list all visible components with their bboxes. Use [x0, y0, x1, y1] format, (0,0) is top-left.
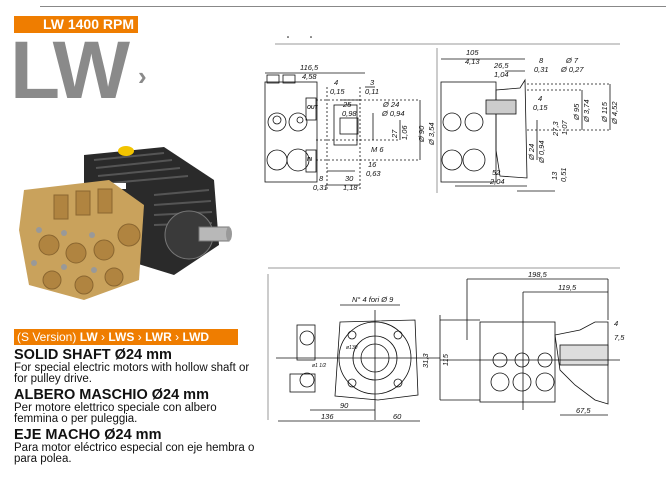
dim-label: 31,3 [421, 353, 430, 368]
desc-title-es: EJE MACHO Ø24 mm [14, 427, 162, 443]
dim-label: 105 [466, 48, 479, 57]
dim-label: 52 [492, 168, 501, 177]
dim-label: 119,5 [558, 283, 577, 292]
dim-label: 60 [393, 412, 402, 421]
dim-label: M 6 [371, 145, 384, 154]
dim-label: 0,15 [533, 103, 548, 112]
dim-label: 4 [614, 319, 618, 328]
sep: › [175, 330, 180, 344]
desc-text-es: Para motor eléctrico especial con eje he… [14, 442, 255, 465]
dim-label: 25 [342, 100, 352, 109]
dim-label: Ø 24 [382, 100, 399, 109]
dim-label: 0,15 [330, 87, 345, 96]
dim-label: 4 [538, 94, 542, 103]
drawing-front-view [276, 304, 441, 422]
dim-label: 0,63 [366, 169, 381, 178]
dim-label: 1,06 [400, 125, 409, 140]
dim-label: Ø 4,52 [610, 101, 619, 125]
drawing-side-view-left [264, 72, 421, 190]
dim-label: 67,5 [576, 406, 591, 415]
dim-label: Ø 24 [527, 144, 536, 161]
dim-label: 7,5 [614, 333, 625, 342]
dim-label: 8 [319, 174, 324, 183]
dim-label: 1,18 [343, 183, 358, 192]
dim-label: 1,07 [560, 120, 569, 135]
version-lws: LWS [108, 330, 135, 344]
dim-label: 0,51 [559, 167, 568, 182]
dim-label: Ø 115 [600, 101, 609, 123]
drawing-top-left-labels: 116,5 4,58 4 0,15 3 0,11 25 0,98 Ø 24 Ø … [300, 63, 436, 192]
dim-label: 16 [368, 160, 377, 169]
dim-label: Ø 3,74 [582, 99, 591, 123]
version-lwr: LWR [145, 330, 172, 344]
dim-label: ø130 [346, 345, 358, 351]
dim-label: 13 [550, 171, 559, 180]
version-lwd: LWD [182, 330, 210, 344]
dim-label: 90 [340, 401, 349, 410]
dim-label: 2,04 [489, 177, 505, 186]
port-label-out: OUT [307, 105, 319, 111]
dim-label: 4,13 [465, 57, 480, 66]
dim-label: 198,5 [528, 270, 548, 279]
top-rule [40, 6, 666, 7]
dim-label: Ø 90 [417, 125, 426, 143]
dim-label: 0,11 [365, 87, 379, 96]
dim-label: 26,5 [493, 61, 509, 70]
port-label-in: IN [307, 157, 312, 163]
dim-label: 4 [334, 78, 338, 87]
rpm-badge: LW 1400 RPM [14, 16, 138, 33]
dim-label: 1,04 [494, 70, 509, 79]
dim-label: 0,31 [534, 65, 549, 74]
dim-label: 136 [321, 412, 334, 421]
drawing-top-view [440, 278, 620, 416]
descriptions: SOLID SHAFT Ø24 mm For special electric … [14, 348, 259, 468]
dim-label: 116,5 [300, 63, 319, 72]
dim-label: 27 [390, 129, 399, 139]
chevron-right-icon: › [138, 61, 147, 91]
dim-label: Ø 0,94 [537, 140, 546, 164]
series-title: LW [10, 25, 130, 116]
dim-label: Ø 0,27 [560, 65, 584, 74]
dim-label: 30 [345, 174, 354, 183]
version-lw: LW [79, 330, 98, 344]
drawing-top-right-labels: 105 4,13 26,5 1,04 8 0,31 Ø 7 Ø 0,27 4 0… [465, 48, 619, 186]
dim-label: 0,98 [342, 109, 357, 118]
drawing-side-view-right [440, 58, 611, 192]
pump-photo [19, 146, 232, 300]
sep: › [137, 330, 142, 344]
dim-label: 3 [370, 78, 375, 87]
dim-label: Ø 3,54 [427, 122, 436, 146]
dim-label: 27,3 [551, 121, 560, 137]
dim-label: Ø 0,94 [381, 109, 405, 118]
dim-label: 8 [539, 56, 544, 65]
dim-label: N° 4 fori Ø 9 [352, 295, 394, 304]
sep: › [101, 330, 106, 344]
dim-label: 4,58 [302, 72, 317, 81]
dim-label: 0,31 [313, 183, 328, 192]
desc-text-en: For special electric motors with hollow … [14, 362, 250, 385]
rpm-badge-text: LW 1400 RPM [42, 16, 134, 32]
desc-title-en: SOLID SHAFT Ø24 mm [14, 347, 172, 363]
version-bar: (S Version) LW › LWS › LWR › LWD [14, 329, 238, 345]
drawing-bottom-right-labels: 198,5 119,5 4 7,5 67,5 [528, 270, 625, 415]
dim-label: ø1 1/2 [312, 363, 326, 369]
version-prefix: (S Version) [17, 330, 77, 344]
dim-label: Ø 7 [565, 56, 579, 65]
desc-title-it: ALBERO MASCHIO Ø24 mm [14, 387, 209, 403]
desc-text-it: Per motore elettrico speciale con albero… [14, 402, 217, 425]
dim-label: Ø 95 [572, 103, 581, 121]
